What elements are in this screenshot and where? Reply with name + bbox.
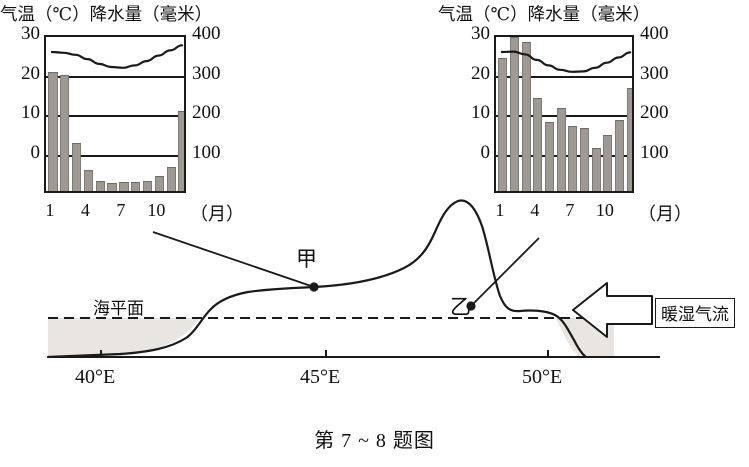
longitude-label-45e: 45°E: [300, 366, 341, 388]
left-climate-chart: 气温（℃）降水量（毫米） 0 10 20 30 100 200 300 400 1 4 7 10 （月）: [0, 0, 244, 245]
temperature-curve: [50, 44, 184, 69]
month-tick-label: 10: [147, 200, 166, 220]
precipitation-bar: [119, 182, 129, 191]
month-tick-label: 7: [116, 200, 126, 220]
chart-gridline: [496, 75, 632, 78]
precipitation-axis-tick: 200: [640, 102, 669, 123]
precipitation-bar: [95, 181, 105, 191]
longitude-ticks: [100, 350, 549, 358]
right-chart-plot-area: 0 10 20 30 100 200 300 400 1 4 7 10 （月）: [438, 0, 749, 245]
precipitation-axis-tick: 100: [640, 141, 669, 163]
precipitation-axis-tick: 300: [192, 62, 221, 84]
longitude-label-50e: 50°E: [522, 366, 563, 388]
chart-plot-frame: [494, 35, 634, 193]
precipitation-bar: [48, 71, 58, 191]
chart-gridline: [46, 115, 184, 117]
chart-gridline: [46, 154, 184, 157]
temperature-axis-tick: 10: [471, 102, 490, 123]
precipitation-axis-tick: 400: [192, 23, 221, 44]
precipitation-bar: [83, 170, 94, 191]
temperature-axis-tick: 20: [21, 62, 40, 84]
temperature-curve: [500, 50, 632, 73]
precipitation-bar: [142, 181, 153, 191]
month-tick-label: 1: [45, 200, 55, 220]
temperature-axis-tick: 0: [30, 141, 41, 163]
precipitation-bar: [556, 107, 566, 191]
precipitation-axis-tick: 300: [640, 62, 669, 84]
precipitation-bar: [544, 122, 555, 191]
precipitation-bar: [533, 98, 543, 191]
precipitation-bar: [131, 182, 141, 191]
chart-gridline: [46, 75, 184, 78]
precipitation-axis-tick: 100: [192, 141, 221, 163]
month-tick-label: 4: [530, 200, 540, 220]
precipitation-bar: [614, 119, 625, 191]
sea-water-fill: [48, 318, 200, 357]
precipitation-bar: [568, 125, 578, 191]
temperature-axis-tick: 20: [471, 62, 490, 84]
leader-line-jia: [152, 231, 315, 288]
month-axis-labels: 1 4 7 10 （月）: [494, 200, 704, 224]
month-tick-label: 10: [595, 200, 614, 220]
month-tick-label: 1: [495, 200, 505, 220]
precipitation-bar: [591, 147, 601, 191]
leader-line-yi: [470, 237, 540, 307]
temperature-axis-tick: 30: [471, 23, 490, 44]
warm-moist-flow-arrow: [572, 282, 653, 338]
precipitation-axis-tick: 200: [192, 102, 221, 123]
terrain-cross-section: [46, 199, 700, 359]
left-chart-plot-area: 0 10 20 30 100 200 300 400 1 4 7 10 （月）: [0, 0, 244, 245]
sea-level-label: 海平面: [93, 299, 144, 318]
precipitation-bar: [154, 176, 165, 191]
point-label-jia: 甲: [296, 247, 317, 271]
longitude-label-40e: 40°E: [75, 366, 116, 388]
month-unit-label: （月）: [190, 204, 244, 224]
precipitation-bar: [579, 127, 590, 191]
precipitation-bar: [603, 134, 613, 191]
precipitation-bar: [71, 142, 82, 191]
figure-caption: 第 7 ~ 8 题图: [314, 430, 435, 452]
left-chart-title: 气温（℃）降水量（毫米）: [0, 4, 213, 24]
precipitation-bar: [509, 37, 520, 191]
point-label-yi: 乙: [450, 295, 471, 319]
chart-plot-frame: [44, 35, 186, 193]
right-chart-title: 气温（℃）降水量（毫米）: [438, 4, 651, 24]
month-axis-labels: 1 4 7 10 （月）: [44, 200, 256, 224]
precipitation-axis-tick: 400: [640, 23, 669, 44]
precipitation-bar: [626, 88, 632, 191]
precipitation-bar: [521, 41, 531, 191]
month-tick-label: 7: [565, 200, 575, 220]
temperature-axis-tick: 0: [480, 141, 491, 163]
precipitation-bar: [107, 182, 117, 191]
temperature-axis-tick: 10: [21, 102, 40, 123]
precipitation-bar: [60, 75, 70, 191]
precipitation-bar: [166, 167, 176, 191]
month-tick-label: 4: [80, 200, 90, 220]
terrain-profile-line: [46, 199, 588, 359]
point-marker-jia: [309, 282, 319, 292]
point-marker-yi: [466, 301, 476, 311]
warm-moist-flow-label: 暖湿气流: [655, 298, 735, 328]
precipitation-bar: [178, 111, 184, 191]
temperature-axis-tick: 30: [21, 23, 40, 44]
month-unit-label: （月）: [638, 204, 692, 224]
right-climate-chart: 气温（℃）降水量（毫米） 0 10 20 30 100 200 300 400 1 4 7 10 （月）: [438, 0, 749, 245]
precipitation-bar: [498, 57, 508, 191]
